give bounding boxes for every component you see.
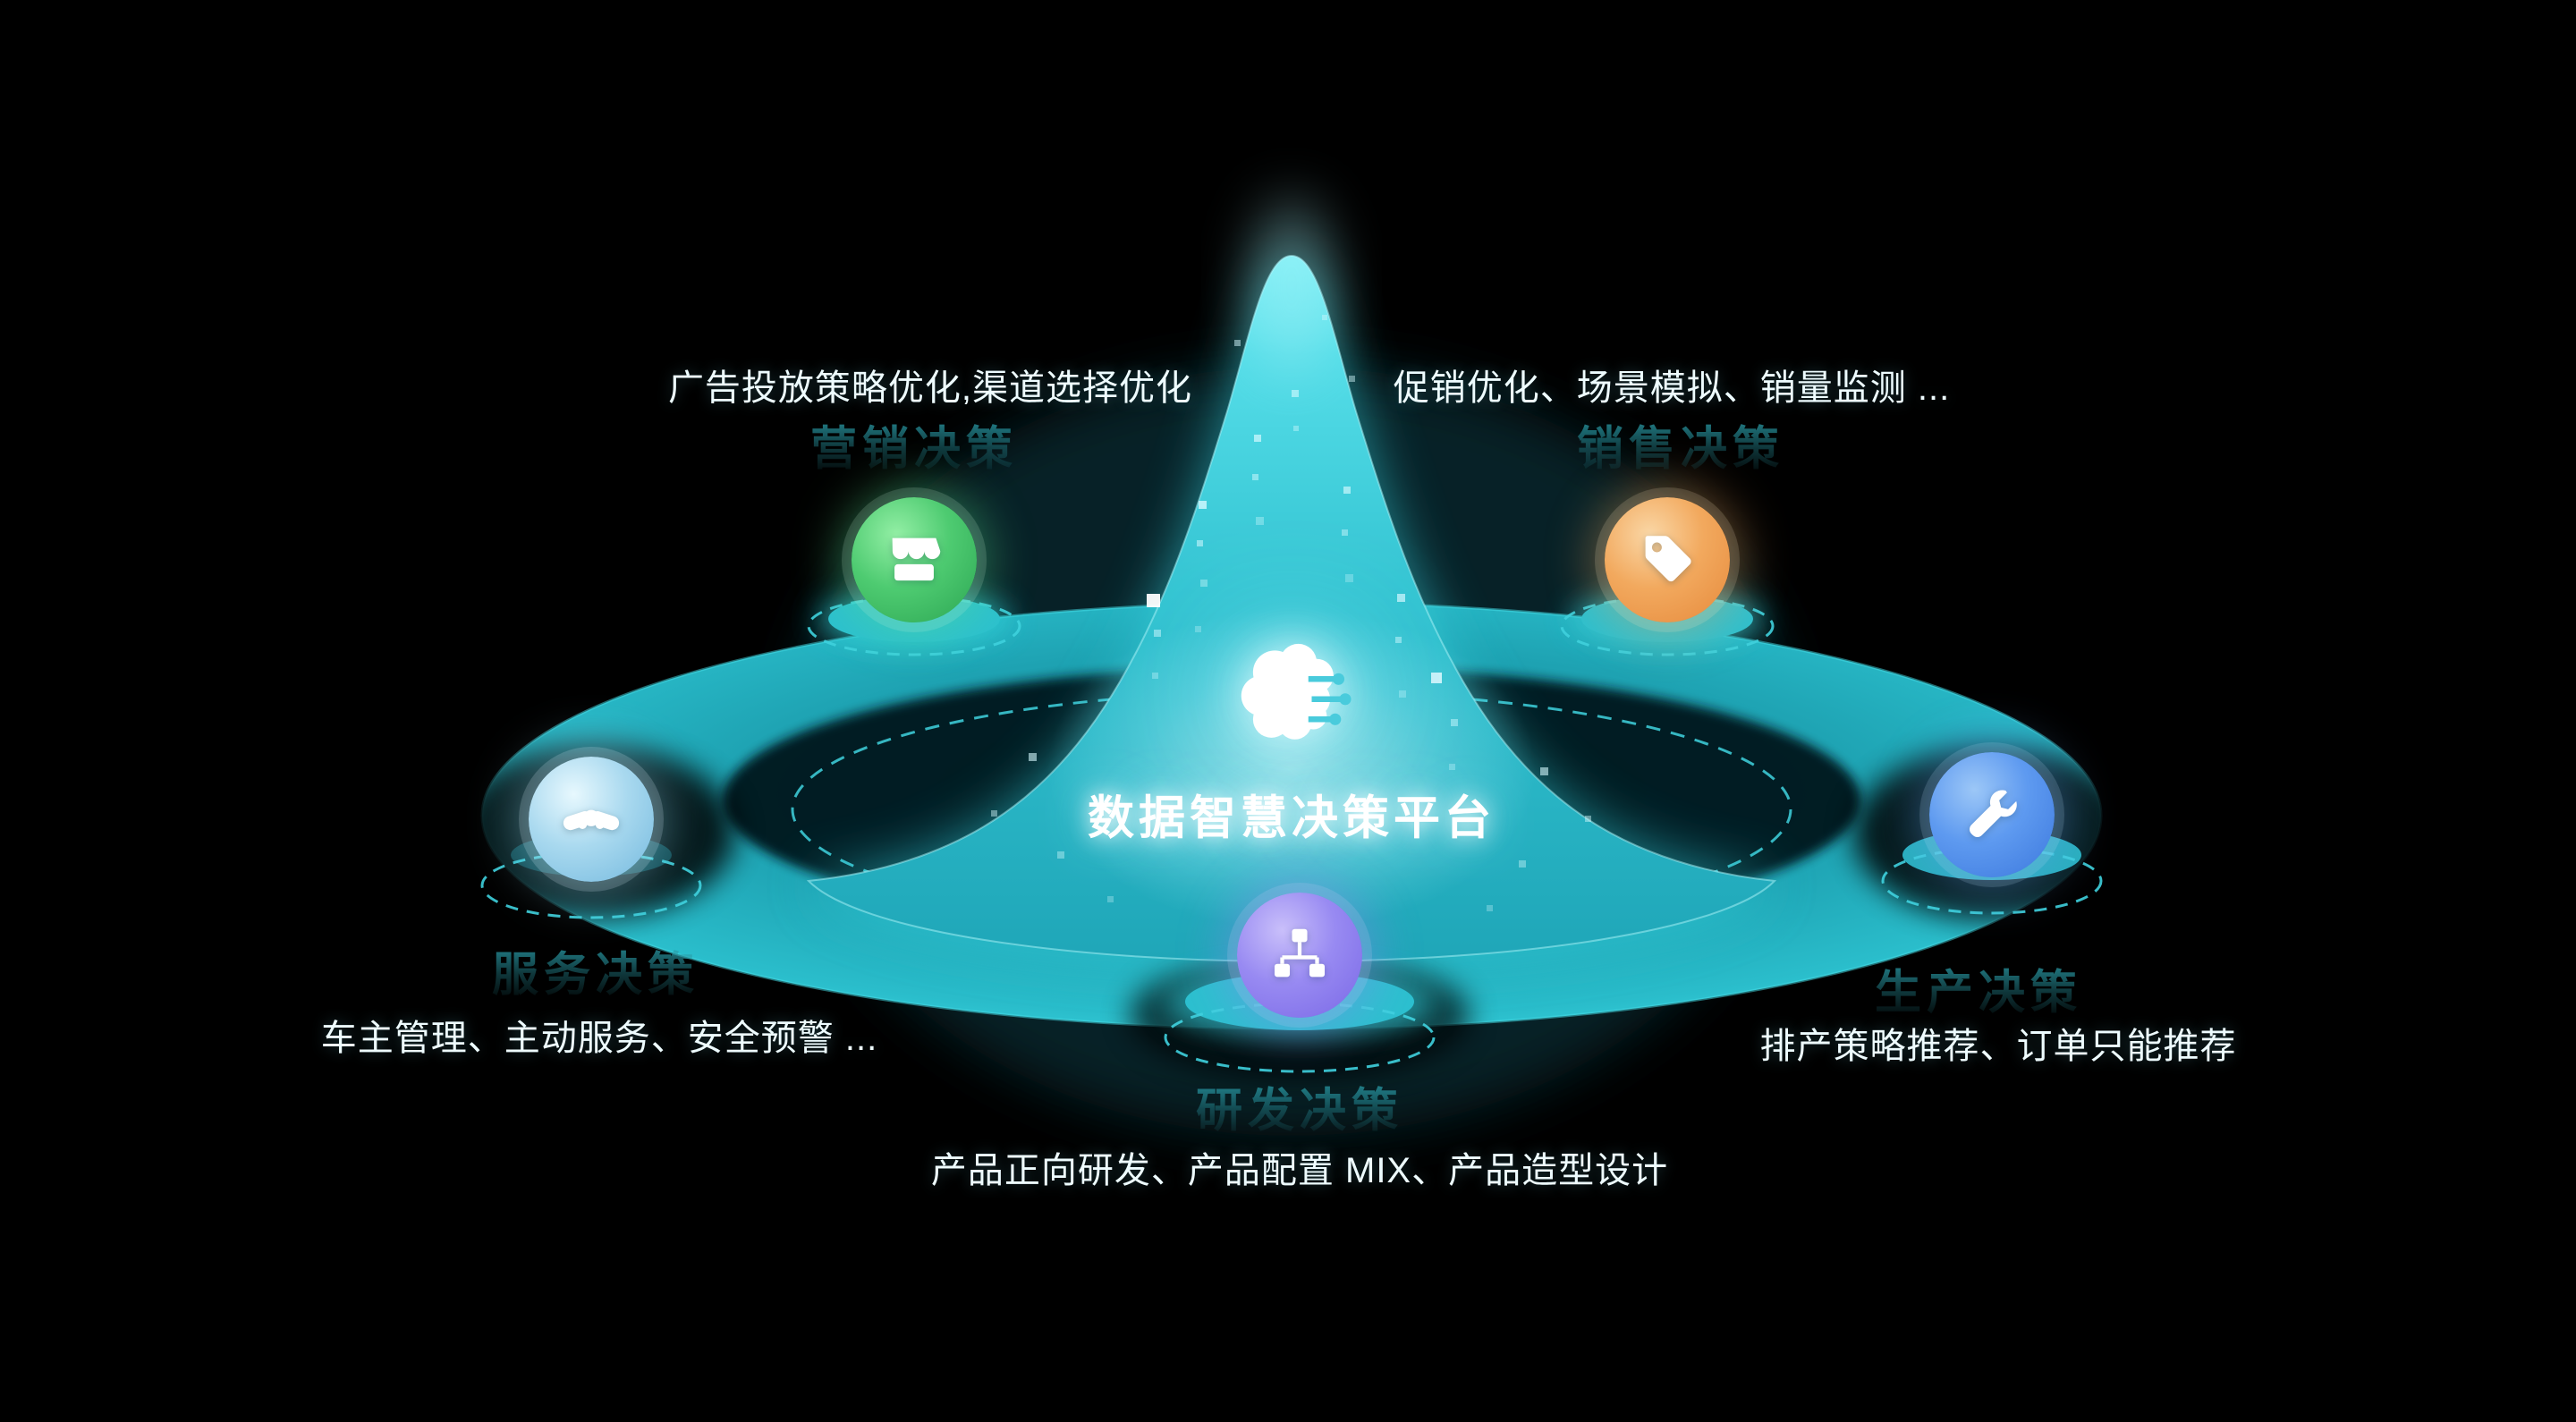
- rnd-description: 产品正向研发、产品配置 MIX、产品造型设计: [930, 1151, 1669, 1190]
- marketing-category-label: 营销决策: [810, 411, 1018, 478]
- sales-description: 促销优化、场景模拟、销量监测 ...: [1393, 368, 1951, 408]
- service-node-badge: [529, 757, 654, 882]
- production-category-label: 生产决策: [1875, 955, 2082, 1022]
- sales-node-badge: [1605, 497, 1730, 622]
- sales-category-label: 销售决策: [1577, 411, 1784, 478]
- rnd-node-badge: [1237, 893, 1362, 1018]
- brain-circuit-icon: [1211, 622, 1372, 788]
- production-description: 排产策略推荐、订单只能推荐: [1759, 1027, 2237, 1066]
- wrench-icon: [1969, 790, 2017, 838]
- rnd-category-label: 研发决策: [1196, 1073, 1403, 1140]
- storefront-icon: [892, 537, 941, 581]
- org-chart-icon: [1274, 928, 1326, 978]
- service-category-label: 服务决策: [492, 937, 699, 1004]
- production-node-badge: [1929, 752, 2055, 877]
- service-description: 车主管理、主动服务、安全预警 ...: [320, 1019, 878, 1058]
- marketing-description: 广告投放策略优化,渠道选择优化: [667, 368, 1193, 408]
- platform-title: 数据智慧决策平台: [1087, 792, 1496, 845]
- handshake-icon: [563, 809, 620, 831]
- marketing-node-badge: [852, 497, 977, 622]
- price-tag-icon: [1645, 536, 1691, 582]
